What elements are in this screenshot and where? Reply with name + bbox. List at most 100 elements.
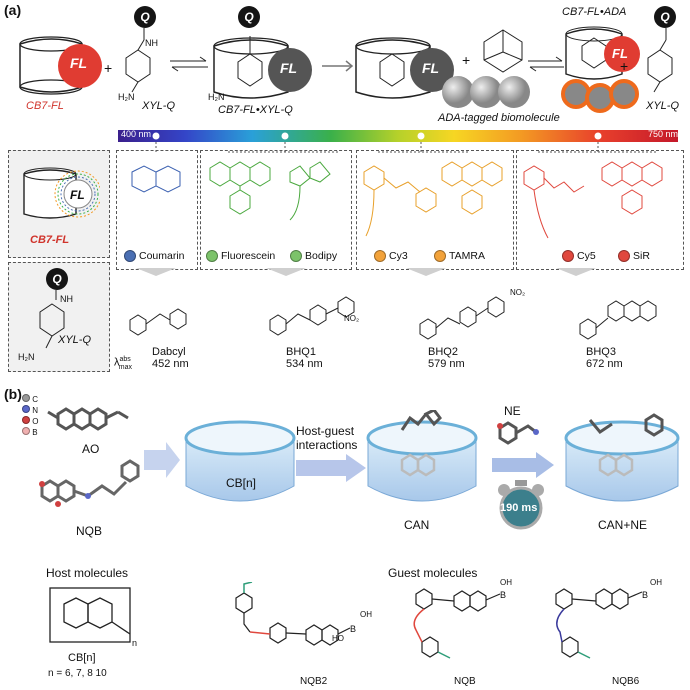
cy5-structure <box>523 165 585 239</box>
h2n-label-1: H₂N <box>118 92 135 102</box>
fl-label-3: FL <box>422 60 440 76</box>
ao-label: AO <box>82 442 100 456</box>
dye-dot <box>290 250 302 262</box>
complex-graphic <box>213 36 312 99</box>
q-badge-3: Q <box>654 6 676 28</box>
boron-label-3: B <box>642 590 649 600</box>
bodipy-structure <box>289 161 331 221</box>
ada-complex-graphic <box>561 26 640 113</box>
dye-dot <box>562 250 574 262</box>
nqb6-label: NQB6 <box>612 676 640 687</box>
down-chevrons <box>136 268 596 276</box>
ne-molecule <box>497 421 539 445</box>
xylq-caption-1: XYL-Q <box>142 100 176 112</box>
q-badge-4: Q <box>46 268 68 290</box>
fluorescein-structure <box>209 161 271 215</box>
can-ne-label: CAN+NE <box>598 518 648 532</box>
panel-a-tag: (a) <box>4 2 22 18</box>
spectrum-start-label: 400 nm <box>121 129 152 139</box>
ne-label: NE <box>504 404 521 418</box>
complex-caption: CB7-FL•XYL-Q <box>218 104 293 116</box>
timer-label: 190 ms <box>500 502 538 514</box>
cb7fl-host-graphic <box>19 36 102 95</box>
atom-legend: C N O B <box>22 394 38 438</box>
dye-fluorescein: Fluorescein <box>206 250 275 262</box>
ao-molecule <box>47 407 129 431</box>
nqb-struct-label: NQB <box>454 676 476 687</box>
oh-label-3: OH <box>650 578 662 587</box>
ada-complex-caption: CB7-FL•ADA <box>562 6 627 18</box>
fl-label-5: FL <box>70 188 85 202</box>
n-values-label: n = 6, 7, 8 10 <box>48 668 107 679</box>
ho-label-1: HO <box>332 634 344 643</box>
oh-label-1: OH <box>360 610 372 619</box>
nh-label-1: NH <box>145 38 158 48</box>
can-label: CAN <box>404 518 430 532</box>
nqb-structure <box>413 588 501 659</box>
dye-bodipy: Bodipy <box>290 250 337 262</box>
nqb-molecule <box>39 459 140 507</box>
legend-c: C <box>22 394 38 405</box>
dye-tamra: TAMRA <box>434 250 485 262</box>
arrow-hg <box>296 454 366 482</box>
sir-structure <box>601 161 663 215</box>
coumarin-structure <box>131 165 181 193</box>
arrow-ne <box>492 452 554 478</box>
boron-label-2: B <box>500 590 507 600</box>
xylq-caption-2: XYL-Q <box>646 100 680 112</box>
xylq-structure-1 <box>125 28 151 93</box>
tamra-structure <box>441 161 503 215</box>
dye-coumarin: Coumarin <box>124 250 185 262</box>
xylq-structure-2 <box>647 28 673 93</box>
h2n-label-3: H₂N <box>18 352 35 362</box>
guest-title: Guest molecules <box>388 566 478 580</box>
no2-label-2: NO₂ <box>510 288 526 297</box>
can-ne-ring <box>564 413 680 502</box>
dye-cy5: Cy5 <box>562 250 596 262</box>
ada-cage-graphic <box>483 29 523 73</box>
oh-label-2: OH <box>500 578 512 587</box>
hg-label-1: Host-guest <box>296 424 355 438</box>
cbn-ring-label: CB[n] <box>226 476 257 490</box>
cb7fl-box-graphic <box>23 167 100 219</box>
nqb-label: NQB <box>76 524 103 538</box>
plus-3: + <box>620 58 629 74</box>
no2-label: NO₂ <box>344 314 360 323</box>
cbn-structure <box>49 587 131 643</box>
fl-label-4: FL <box>612 46 628 61</box>
dye-cy3: Cy3 <box>374 250 408 262</box>
legend-b: B <box>22 427 38 438</box>
equilibrium-arrow-1 <box>170 56 208 72</box>
equilibrium-arrow-2 <box>528 56 564 72</box>
spectrum-bar <box>118 130 678 142</box>
q-badge-1: Q <box>134 6 156 28</box>
nh-label-2: NH <box>60 294 73 304</box>
panel-b-tag: (b) <box>4 386 22 402</box>
dye-dot <box>374 250 386 262</box>
dye-dot <box>206 250 218 262</box>
dye-sir: SiR <box>618 250 650 262</box>
dye-dot <box>434 250 446 262</box>
biomolecule-graphic <box>442 76 530 108</box>
q-badge-2: Q <box>238 6 260 28</box>
fl-label-1: FL <box>70 55 88 71</box>
cb7fl-caption-box: CB7-FL <box>30 234 70 246</box>
hg-label-2: interactions <box>296 438 358 452</box>
arrow-into-ring <box>144 442 180 478</box>
complex-graphic-2 <box>355 37 454 99</box>
cb7fl-caption-top: CB7-FL <box>26 100 64 112</box>
dye-dot <box>124 250 136 262</box>
spectrum-end-label: 750 nm <box>648 129 679 139</box>
nqb6-structure <box>555 588 643 659</box>
quencher-structures <box>129 296 657 340</box>
lambda-max-label: λabsmax <box>114 356 133 371</box>
plus-1: + <box>104 60 113 76</box>
nqb2-label: NQB2 <box>300 676 328 687</box>
xylq-structure-3 <box>39 290 65 349</box>
cy3-structure <box>363 165 437 237</box>
h2n-label-2: H₂N <box>208 92 225 102</box>
